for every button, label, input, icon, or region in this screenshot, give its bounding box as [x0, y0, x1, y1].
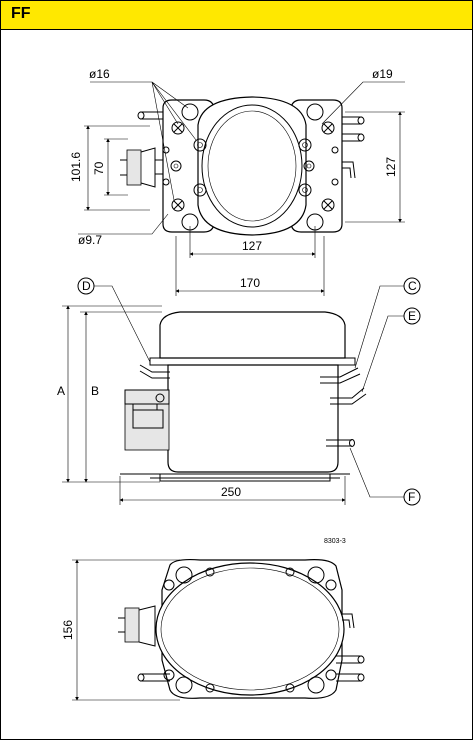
bottom-terminal	[118, 605, 156, 647]
dim-width-outer: 170	[240, 276, 260, 290]
bottom-holes	[163, 566, 337, 694]
dim-b: B	[91, 384, 99, 398]
dim-width-side: 250	[221, 485, 241, 499]
shell-dome	[201, 104, 303, 228]
callout-d: D	[82, 279, 91, 293]
dim-a: A	[57, 384, 65, 398]
dim-hole-large: ø16	[89, 67, 110, 81]
reference-code: 8303-3	[324, 538, 346, 545]
dim-hole-right: ø19	[372, 67, 393, 81]
compressor-lower-body	[167, 364, 339, 473]
dim-height-outer: 101.6	[69, 152, 83, 182]
side-view-tubes	[139, 364, 367, 447]
compressor-dome	[159, 311, 346, 359]
terminal-box-top	[120, 147, 164, 188]
callout-c: C	[408, 279, 417, 293]
header-bar: FF	[1, 1, 472, 30]
bottom-tubes	[137, 613, 365, 682]
dim-hole-small: ø9.7	[78, 233, 102, 247]
page-title: FF	[11, 5, 31, 22]
compressor-shell-top	[197, 96, 307, 236]
bottom-view: 156	[61, 558, 365, 701]
bottom-shell	[155, 562, 345, 696]
dim-height-inner: 70	[92, 161, 106, 175]
dim-width-inner: 127	[242, 239, 262, 253]
mounting-holes	[162, 103, 339, 231]
dim-height-right: 127	[384, 157, 398, 177]
side-view: D C E F A B 250 8303-3	[57, 277, 421, 545]
terminal-cover-side	[124, 389, 170, 451]
callout-e: E	[408, 309, 416, 323]
top-view: ø16 ø19 101.6 70 127 ø9.7 127 170	[69, 67, 405, 296]
dim-height-bottom: 156	[61, 620, 75, 640]
top-view-tubes	[137, 111, 365, 179]
callout-f: F	[408, 490, 415, 504]
